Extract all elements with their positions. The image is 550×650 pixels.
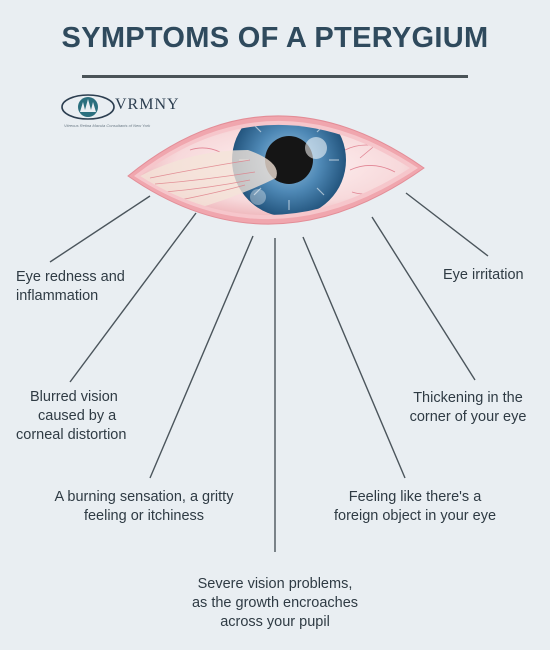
title-underline bbox=[82, 75, 468, 78]
symptom-eye-irritation: Eye irritation bbox=[443, 267, 524, 283]
page-title: SYMPTOMS OF A PTERYGIUM bbox=[61, 22, 489, 54]
leader-lines bbox=[49, 192, 489, 552]
symptom-blurred-vision: Blurred vision caused by a corneal disto… bbox=[16, 389, 127, 443]
symptom-severe-vision-problems: Severe vision problems,as the growth enc… bbox=[191, 576, 359, 630]
vrmny-logo-icon bbox=[61, 94, 115, 120]
logo-name: VRMNY bbox=[115, 96, 180, 113]
logo-tagline: Vitreous Retina Macula Consultants of Ne… bbox=[64, 123, 151, 128]
